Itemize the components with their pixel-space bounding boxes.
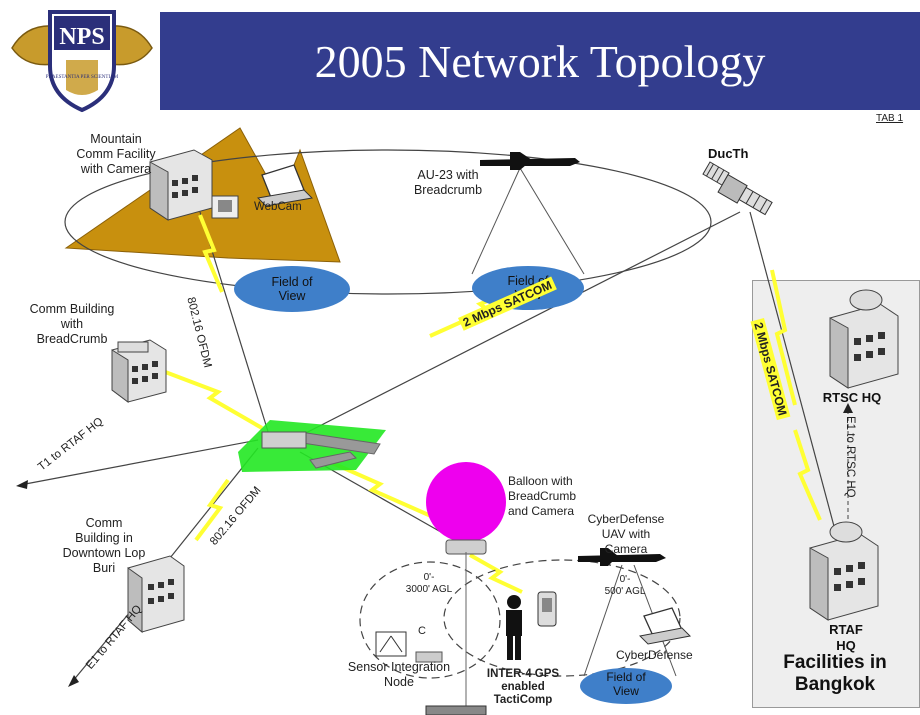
laptop-icon xyxy=(256,164,314,207)
e1-rtsc-label: E1 to RTSC HQ xyxy=(844,416,856,498)
sensor-node-icon xyxy=(375,631,443,663)
coverage-ellipse xyxy=(64,149,712,295)
handheld-device-icon xyxy=(537,591,557,627)
cyberdefense-laptop-icon xyxy=(638,607,692,645)
logo-text: NPS xyxy=(59,24,104,50)
c-marker: C xyxy=(418,625,426,637)
rtsc-building-icon xyxy=(829,289,899,389)
mountain-building-icon xyxy=(149,149,239,221)
balloon-shape xyxy=(426,462,506,542)
uav-aircraft-icon xyxy=(578,548,666,566)
balloon-coverage xyxy=(359,561,501,679)
comm-building-icon xyxy=(111,339,167,403)
link-ground-t1 xyxy=(19,439,259,486)
satellite-icon xyxy=(702,161,773,216)
aircraft-icon xyxy=(480,152,580,170)
nps-logo: NPS PRAESTANTIA PER SCIENTIAM xyxy=(11,10,153,113)
link-ground-satellite xyxy=(291,211,741,441)
logo-motto: PRAESTANTIA PER SCIENTIAM xyxy=(46,75,119,80)
altitude-500-label: 0'-500' AGL xyxy=(604,574,646,597)
ductn-label: DucTh xyxy=(708,146,749,161)
tacticomp-icon xyxy=(425,705,487,715)
rtsc-hq-label: RTSC HQ xyxy=(822,390,882,405)
soldier-icon xyxy=(506,595,522,660)
title-banner: 2005 Network Topology xyxy=(160,12,920,110)
uav-coverage xyxy=(443,559,681,677)
downtown-building-icon xyxy=(127,555,185,634)
link-satellite-rtaf xyxy=(749,211,836,531)
cyberdefense-laptop-label: CyberDefense xyxy=(616,648,693,662)
rtaf-building-icon xyxy=(809,521,879,621)
altitude-3000-label: 0'-3000' AGL xyxy=(405,572,453,595)
tab-marker: TAB 1 xyxy=(876,113,904,124)
page-title: 2005 Network Topology xyxy=(314,35,766,87)
webcam-label: WebCam xyxy=(254,201,302,213)
